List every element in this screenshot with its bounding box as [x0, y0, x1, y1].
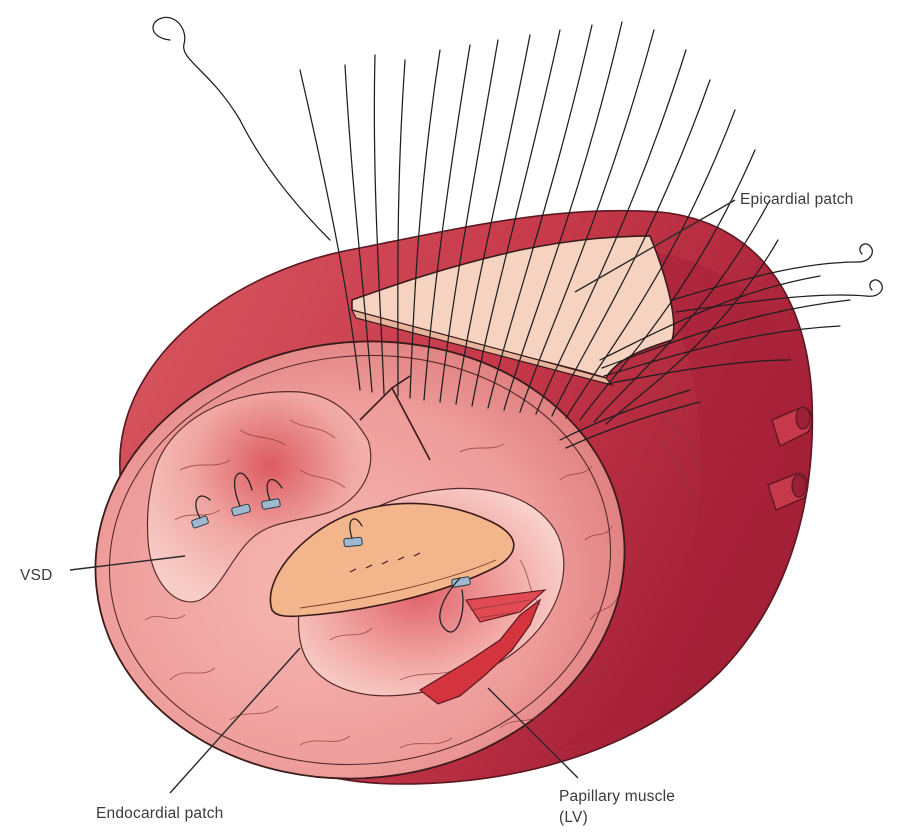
label-papillary-muscle: Papillary muscle	[559, 788, 675, 805]
label-papillary-muscle-lv: (LV)	[559, 809, 588, 826]
label-epicardial-patch: Epicardial patch	[740, 191, 854, 208]
label-vsd: VSD	[20, 567, 52, 584]
label-endocardial-patch: Endocardial patch	[96, 805, 223, 822]
